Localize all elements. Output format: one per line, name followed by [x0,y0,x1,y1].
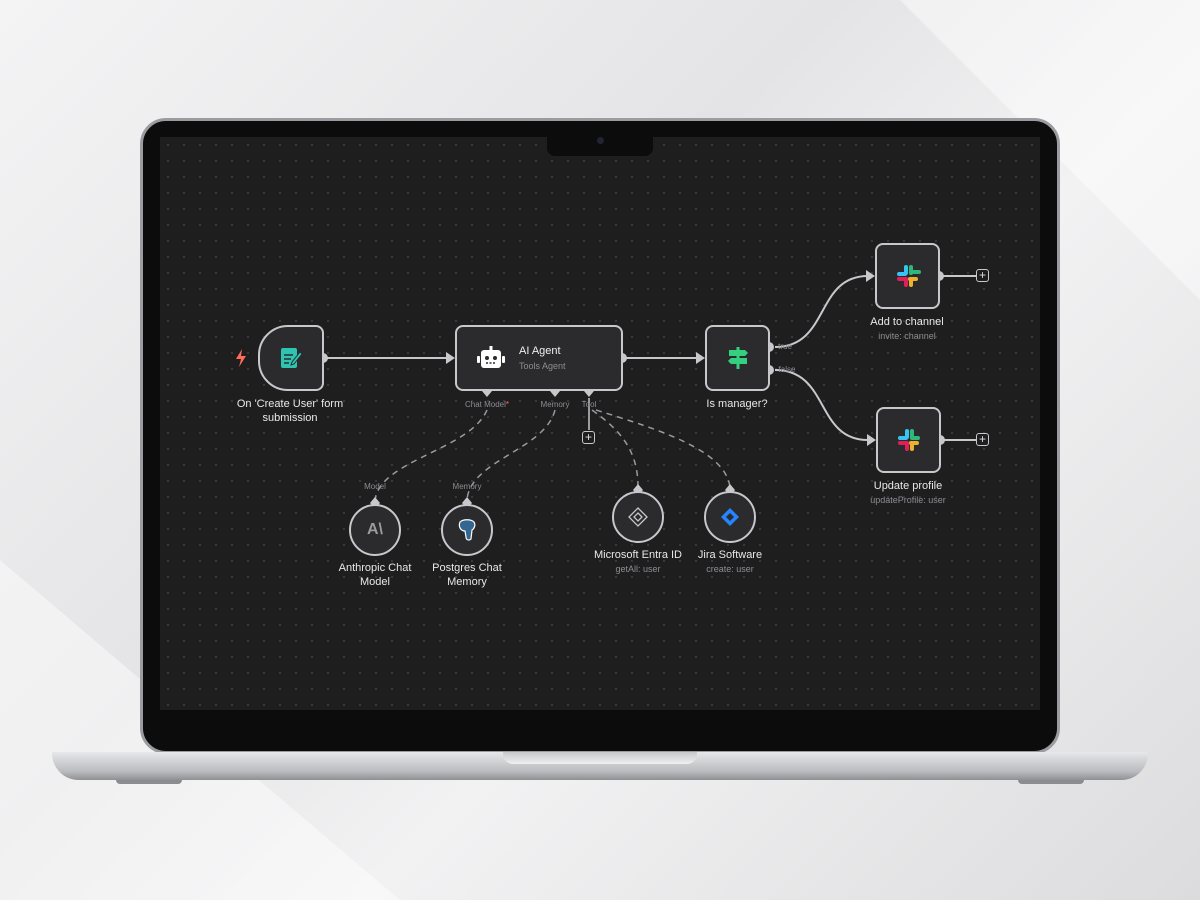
entra-subtitle: getAll: user [615,564,661,574]
ai-agent-node[interactable]: AI Agent Tools Agent [455,325,623,391]
memory-connector-label: Memory [540,400,570,409]
arrow-agent-input [446,352,455,364]
laptop-groove [503,752,697,764]
edge-memory [466,409,556,501]
jira-label: Jira Software [697,549,763,561]
false-branch-label: false [778,365,796,374]
slack-icon [896,265,921,287]
chat-model-connector-label: Chat Model* [464,400,510,409]
add-to-channel-subtitle: invite: channel [878,331,936,341]
add-node-button[interactable]: + [976,433,989,446]
is-manager-node[interactable] [705,325,770,391]
update-profile-label: Update profile [873,480,943,492]
edge-true [774,275,869,348]
anthropic-node[interactable]: A\ [349,504,401,556]
edge-tool-jira [595,409,731,488]
postgres-node[interactable] [441,504,493,556]
entra-icon [628,507,648,527]
edge-tool-entra [591,409,639,488]
tool-connector-label: Tool [581,400,597,409]
agent-subtitle: Tools Agent [519,361,566,371]
jira-subtitle: create: user [706,564,754,574]
slack-icon [897,429,920,451]
bolt-icon [236,349,246,367]
jira-icon [721,508,739,526]
laptop-foot [1018,780,1084,784]
camera-notch [547,136,653,156]
laptop-foot [116,780,182,784]
jira-node[interactable] [704,491,756,543]
entra-label: Microsoft Entra ID [593,549,683,561]
arrow-update-input [867,434,876,446]
memory-port-label: Memory [452,482,482,491]
camera-icon [597,137,604,144]
update-profile-subtitle: updateProfile: user [870,495,946,505]
trigger-node[interactable] [258,325,324,391]
add-tool-button[interactable]: + [582,431,595,444]
is-manager-label: Is manager? [706,398,768,410]
add-node-button[interactable]: + [976,269,989,282]
true-branch-label: true [778,342,792,351]
add-to-channel-node[interactable] [875,243,940,309]
signpost-icon [727,347,748,369]
edge-model [374,409,488,501]
arrow-add-input [866,270,875,282]
anthropic-icon: A\ [367,521,383,538]
edge-false [774,369,869,441]
update-profile-node[interactable] [876,407,941,473]
arrow-if-input [696,352,705,364]
model-port-label: Model [364,482,386,491]
robot-icon [477,346,505,368]
entra-node[interactable] [612,491,664,543]
form-icon [281,348,303,368]
agent-title: AI Agent [519,345,561,357]
add-to-channel-label: Add to channel [870,316,944,328]
postgres-icon [458,519,476,541]
